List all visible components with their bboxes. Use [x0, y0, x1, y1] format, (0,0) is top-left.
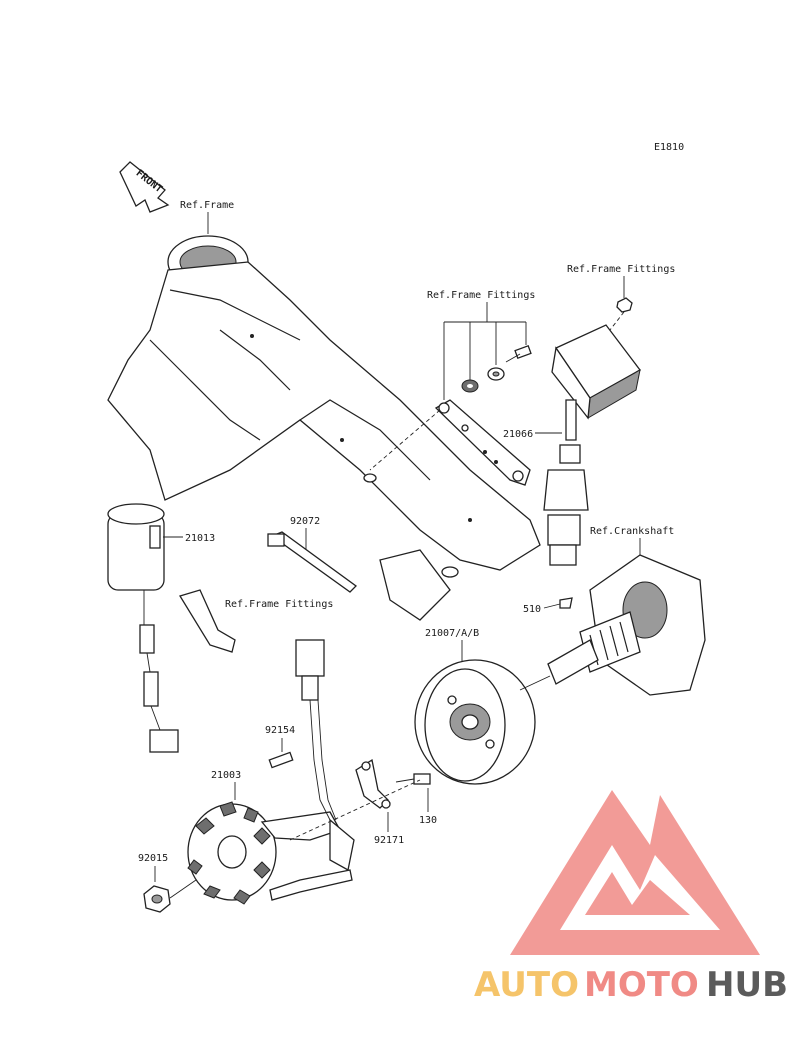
bolt-130	[395, 773, 431, 785]
nut-92015	[143, 885, 171, 913]
bolt-92154	[268, 751, 294, 769]
label-ref-frame-fittings-top: Ref.Frame Fittings	[567, 264, 675, 275]
label-130: 130	[419, 815, 437, 826]
regulator-rectifier	[543, 311, 641, 566]
front-arrow-icon: FRONT	[119, 161, 170, 213]
watermark-logo	[510, 790, 760, 955]
label-92171: 92171	[374, 835, 404, 846]
coil-bracket	[179, 589, 236, 653]
frame	[107, 235, 541, 621]
bolt	[505, 345, 532, 363]
watermark-text: AUTO MOTO HUB	[474, 965, 788, 1005]
wire-clamp	[355, 758, 391, 809]
watermark-auto: AUTO	[474, 965, 579, 1005]
stator-harness	[269, 639, 355, 901]
label-ref-frame: Ref.Frame	[180, 200, 234, 211]
ignition-coil	[107, 503, 179, 753]
label-510: 510	[523, 604, 541, 615]
bracket	[369, 399, 531, 486]
crankshaft	[547, 554, 706, 696]
diagram-code: E1810	[654, 142, 684, 153]
collar	[487, 367, 505, 381]
label-21003: 21003	[211, 770, 241, 781]
watermark-moto: MOTO	[584, 965, 699, 1005]
flywheel-rotor	[414, 659, 551, 785]
label-21007: 21007/A/B	[425, 628, 479, 639]
label-92154: 92154	[265, 725, 295, 736]
watermark-hub: HUB	[706, 965, 788, 1005]
label-ref-frame-fittings-mid: Ref.Frame Fittings	[427, 290, 535, 301]
band-clamp	[267, 531, 357, 593]
label-ref-frame-fittings-left: Ref.Frame Fittings	[225, 599, 333, 610]
grommet	[461, 379, 479, 393]
label-92015: 92015	[138, 853, 168, 864]
label-21013: 21013	[185, 533, 215, 544]
stator	[187, 801, 341, 905]
label-21066: 21066	[503, 429, 533, 440]
label-92072: 92072	[290, 516, 320, 527]
label-ref-crankshaft: Ref.Crankshaft	[590, 526, 674, 537]
